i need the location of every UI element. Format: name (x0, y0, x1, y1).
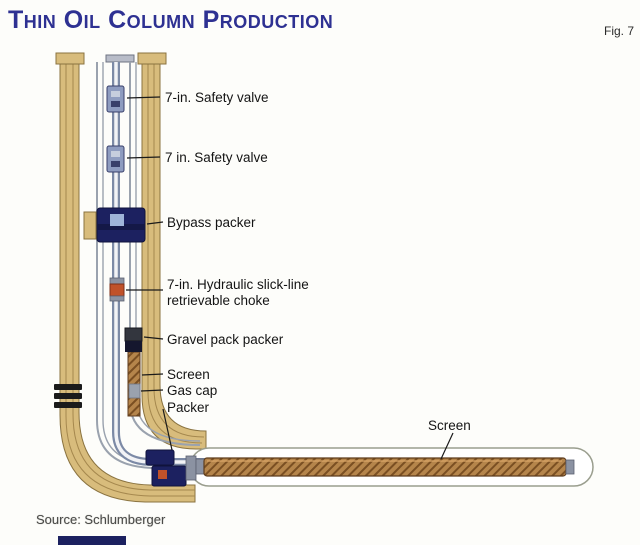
label-choke-line2: retrievable choke (167, 293, 270, 308)
casing-inner-wall (141, 61, 207, 450)
wellhead-cap-right (137, 52, 167, 65)
casing-collar (54, 384, 82, 390)
leader-packer (162, 408, 173, 451)
safety-valve-upper (106, 85, 125, 113)
label-gas-cap: Gas cap (167, 383, 217, 398)
label-packer: Packer (167, 400, 210, 415)
leader-bypass-packer (146, 221, 164, 225)
wellhead-cap-left (55, 52, 85, 65)
figure-number: Fig. 7 (603, 24, 634, 38)
cropped-next-figure-edge (58, 536, 126, 545)
casing-collar (54, 402, 82, 408)
gravel-pack-packer (124, 327, 143, 352)
safety-valve-lower (106, 145, 125, 173)
label-choke-line1: 7-in. Hydraulic slick-line (167, 277, 309, 292)
casing-string-line (72, 62, 195, 491)
label-screen-vertical: Screen (167, 367, 210, 382)
label-safety-valve-lower: 7 in. Safety valve (165, 150, 268, 165)
casing-string-line (65, 62, 195, 497)
source-credit: Source: Schlumberger (36, 512, 166, 527)
wellhead-hanger (105, 54, 135, 63)
tubing-line (96, 62, 200, 469)
figure-title: Thin Oil Column Production (8, 6, 334, 34)
leader-screen-vertical (141, 373, 164, 376)
leader-gravel-pack-packer (143, 336, 164, 340)
heel-packer (145, 449, 197, 487)
leader-gas-cap (140, 389, 164, 392)
bypass-packer (83, 207, 146, 243)
casing-collar (54, 393, 82, 399)
retrievable-choke (109, 277, 125, 302)
label-bypass-packer: Bypass packer (167, 215, 256, 230)
leader-safety-valve-upper (126, 96, 161, 99)
label-screen-horizontal: Screen (428, 418, 471, 433)
leader-safety-valve-lower (126, 156, 161, 159)
casing-string-line (147, 62, 203, 444)
leader-screen-horizontal (440, 432, 454, 460)
casing-string-line (153, 62, 205, 438)
horizontal-screen (195, 457, 575, 477)
label-safety-valve-upper: 7-in. Safety valve (165, 90, 269, 105)
gas-cap-region (128, 383, 141, 399)
label-gravel-pack-packer: Gravel pack packer (167, 332, 284, 347)
